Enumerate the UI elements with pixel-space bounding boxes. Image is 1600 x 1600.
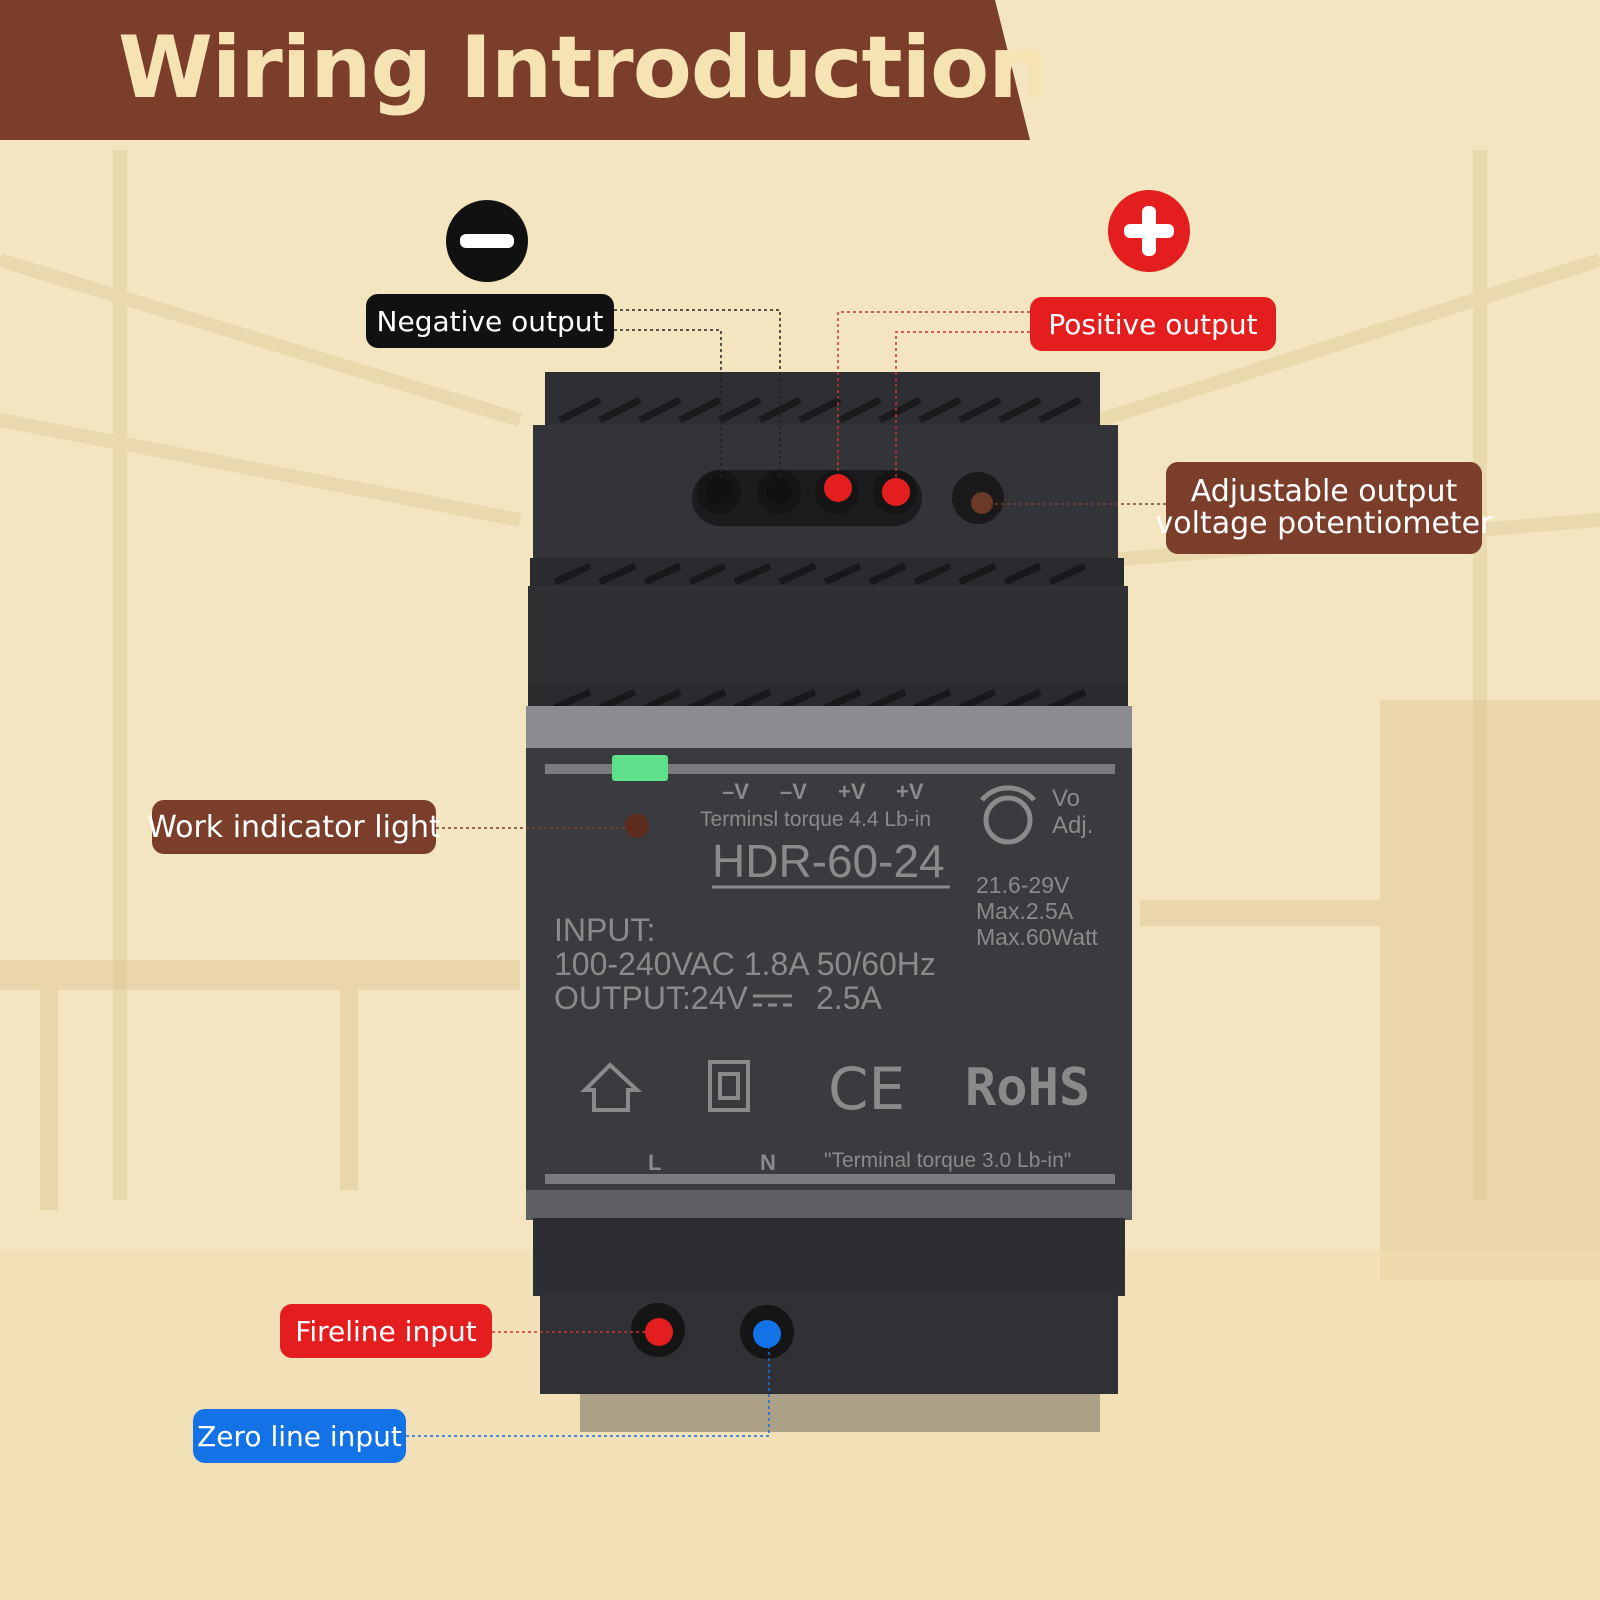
voltage-range: 21.6-29V <box>976 872 1070 898</box>
zero-line-input-label: Zero line input <box>193 1409 406 1463</box>
double-insulation-icon <box>708 1060 750 1112</box>
model-number: HDR-60-24 <box>712 835 945 887</box>
terminal-label: +V <box>838 779 866 804</box>
work-indicator-label: Work indicator light <box>147 800 441 854</box>
potentiometer-label-line2: voltage potentiometer <box>1155 506 1493 541</box>
zero-line-terminal-dot <box>753 1320 781 1348</box>
indicator-light-dot <box>625 814 649 838</box>
input-spec: 100-240VAC 1.8A 50/60Hz <box>554 946 936 982</box>
knob-icon <box>980 785 1036 845</box>
max-power: Max.60Watt <box>976 924 1098 950</box>
indicator-led <box>612 755 668 781</box>
negative-output-label: Negative output <box>366 294 614 348</box>
positive-output-label: Positive output <box>1030 297 1276 351</box>
potentiometer-label-line1: Adjustable output <box>1190 474 1458 509</box>
potentiometer-dot <box>971 492 993 514</box>
torque-top-text: Terminsl torque 4.4 Lb-in <box>700 808 932 831</box>
terminal-l-label: L <box>648 1150 662 1175</box>
home-icon <box>580 1062 643 1112</box>
adj-label: Adj. <box>1052 812 1094 839</box>
positive-terminal-dot <box>824 474 852 502</box>
plus-icon <box>1108 190 1190 272</box>
terminal-label: +V <box>896 779 924 804</box>
fireline-input-label: Fireline input <box>280 1304 492 1358</box>
torque-bottom-text: "Terminal torque 3.0 Lb-in" <box>824 1149 1072 1172</box>
terminal-label: –V <box>722 779 749 804</box>
output-current: 2.5A <box>816 980 882 1016</box>
terminal-n-label: N <box>760 1150 776 1175</box>
ce-mark: CE <box>828 1055 906 1123</box>
positive-terminal-dot <box>882 478 910 506</box>
negative-terminal-dot <box>706 478 732 504</box>
output-spec: OUTPUT:24V <box>554 980 748 1016</box>
minus-icon <box>446 200 528 282</box>
terminal-label: –V <box>780 779 807 804</box>
potentiometer-label: Adjustable output voltage potentiometer <box>1156 462 1492 554</box>
title-banner <box>0 0 1030 140</box>
input-label: INPUT: <box>554 912 656 948</box>
vo-label: Vo <box>1052 785 1081 812</box>
page-title: Wiring Introduction <box>118 18 1049 118</box>
negative-terminal-dot <box>766 478 792 504</box>
rohs-mark: RoHS <box>965 1058 1091 1118</box>
max-current: Max.2.5A <box>976 898 1074 924</box>
fireline-terminal-dot <box>645 1318 673 1346</box>
